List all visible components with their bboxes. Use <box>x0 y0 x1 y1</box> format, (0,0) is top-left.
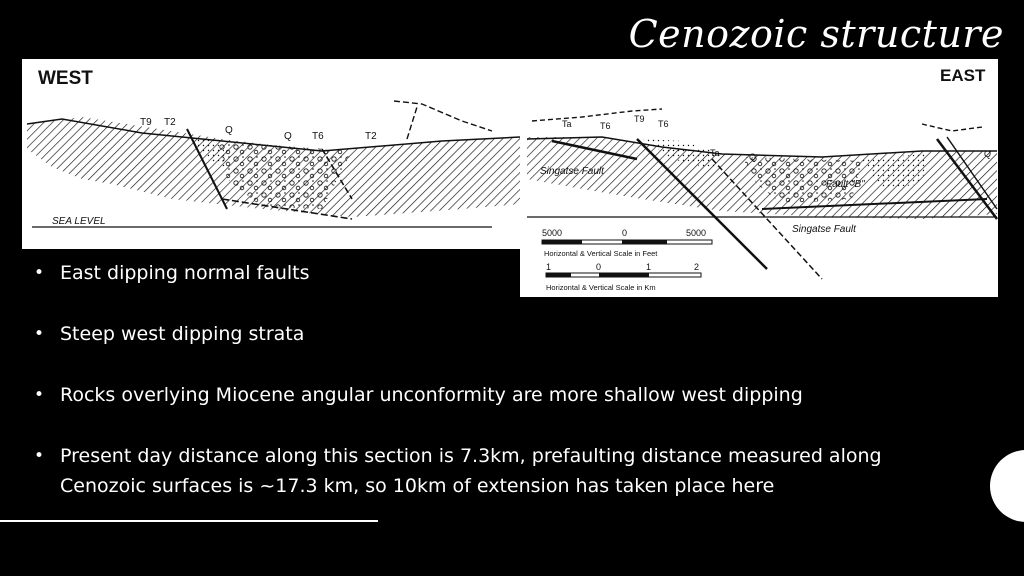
east-fault-line <box>946 136 998 210</box>
west-section: WEST SEA LEVEL T9 T2 Q Q T6 T2 <box>26 68 521 228</box>
east-section: EAST Ta T6 T9 T6 Ta Q Q Singatse Fault F… <box>526 66 998 280</box>
unit-label: T9 <box>634 114 645 124</box>
unit-label: T9 <box>140 117 152 128</box>
scale-feet-bar-segment <box>622 240 667 244</box>
unit-label: T6 <box>658 119 669 129</box>
west-ground-line <box>26 118 521 152</box>
unit-label: Ta <box>562 119 572 129</box>
unit-label: T2 <box>365 131 377 142</box>
east-fault-line <box>551 139 638 161</box>
unit-label: T6 <box>312 131 324 142</box>
west-fault-line <box>221 198 353 220</box>
west-dashed-projection <box>393 100 493 140</box>
fault-label: Fault "B" <box>826 179 865 190</box>
east-dashed-projection <box>531 108 983 132</box>
bullet-item: Steep west dipping strata <box>34 319 934 349</box>
bullet-item: Present day distance along this section … <box>34 441 934 501</box>
west-label: WEST <box>38 68 93 89</box>
unit-label: Q <box>984 149 991 159</box>
west-fault-line <box>321 148 353 200</box>
west-gravel-fill <box>217 141 352 209</box>
bullet-item: East dipping normal faults <box>34 258 934 288</box>
east-ground-line <box>526 136 997 158</box>
scale-feet-mid: 0 <box>622 228 627 238</box>
east-dot-fill <box>862 154 927 189</box>
unit-label: Q <box>284 131 292 142</box>
cross-section-diagram: WEST SEA LEVEL T9 T2 Q Q T6 T2 EAST <box>22 59 998 297</box>
unit-label: T6 <box>600 121 611 131</box>
sea-level-label: SEA LEVEL <box>52 216 106 227</box>
scale-feet-bar-segment <box>542 240 582 244</box>
decorative-underline <box>0 520 378 522</box>
scale-feet-caption: Horizontal & Vertical Scale in Feet <box>544 249 658 258</box>
scale-feet-left: 5000 <box>542 228 562 238</box>
unit-label: Q <box>225 125 233 136</box>
east-fault-line <box>636 138 768 270</box>
decorative-circle <box>990 450 1024 522</box>
west-fault-line <box>186 128 228 210</box>
unit-label: T2 <box>164 117 176 128</box>
bullet-item: Rocks overlying Miocene angular unconfor… <box>34 380 934 410</box>
fault-label: Singatse Fault <box>540 166 605 177</box>
west-dot-fill <box>192 137 227 169</box>
east-label: EAST <box>940 66 986 85</box>
unit-label: Q <box>749 152 756 162</box>
slide-title: Cenozoic structure <box>628 12 1004 56</box>
bullet-list: East dipping normal faults Steep west di… <box>34 258 934 532</box>
east-fault-line <box>936 138 998 220</box>
unit-label: Ta <box>710 148 720 158</box>
scale-feet-right: 5000 <box>686 228 706 238</box>
east-fault-line <box>761 198 988 210</box>
east-gravel-fill <box>742 157 862 204</box>
fault-label: Singatse Fault <box>792 224 857 235</box>
